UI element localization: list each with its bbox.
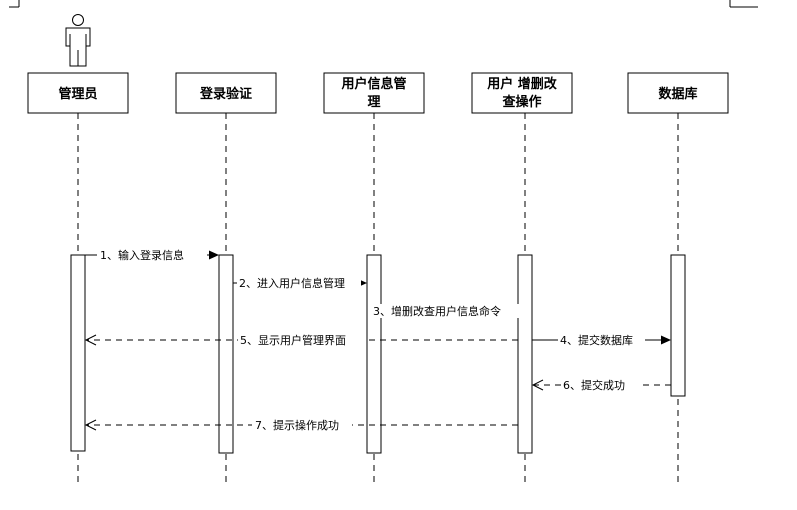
message-6-label: 6、提交成功: [563, 378, 625, 392]
activation-db: [670, 254, 686, 397]
activation-usermgr: [366, 254, 382, 454]
arrowhead-solid: [209, 250, 219, 260]
message-3-label: 3、增删改查用户信息命令: [373, 304, 501, 318]
actor-icon: [65, 14, 91, 67]
activations: [70, 254, 686, 454]
arrowhead-open: [84, 419, 97, 431]
message-1: 1、输入登录信息: [85, 248, 219, 262]
participant-db: 数据库: [627, 72, 729, 114]
participant-crud-label-line1: 用户 增删改: [486, 76, 558, 92]
message-4-label: 4、提交数据库: [560, 333, 633, 347]
participant-login: 登录验证: [175, 72, 277, 114]
participant-crud-label-line2: 查操作: [501, 94, 541, 110]
participant-usermgr-label-line1: 用户信息管: [340, 76, 406, 92]
message-1-label: 1、输入登录信息: [100, 248, 184, 262]
arrowhead-solid: [661, 335, 671, 345]
message-3: 3、增删改查用户信息命令: [371, 304, 521, 318]
activation-crud: [517, 254, 533, 454]
arrowhead-open: [531, 379, 544, 391]
participant-login-label: 登录验证: [199, 86, 252, 102]
participant-admin-label: 管理员: [58, 86, 97, 102]
message-2-label: 2、进入用户信息管理: [239, 276, 345, 290]
message-7: 7、提示操作成功: [84, 418, 518, 432]
arrowhead-open: [84, 334, 97, 346]
message-5-label: 5、显示用户管理界面: [240, 333, 346, 347]
participant-usermgr: 用户信息管 理: [323, 72, 425, 114]
message-7-label: 7、提示操作成功: [255, 418, 339, 432]
participant-admin: 管理员: [27, 72, 129, 114]
message-4: 4、提交数据库: [532, 333, 671, 347]
participant-crud: 用户 增删改 查操作: [471, 72, 573, 114]
message-2: 2、进入用户信息管理: [233, 276, 367, 290]
message-5: 5、显示用户管理界面: [84, 333, 518, 347]
participant-usermgr-label-line2: 理: [367, 95, 380, 110]
activation-admin: [70, 254, 86, 452]
message-6: 6、提交成功: [531, 378, 671, 392]
participant-db-label: 数据库: [658, 86, 697, 102]
activation-login: [218, 254, 234, 454]
page-corner-marks: [9, 0, 758, 8]
